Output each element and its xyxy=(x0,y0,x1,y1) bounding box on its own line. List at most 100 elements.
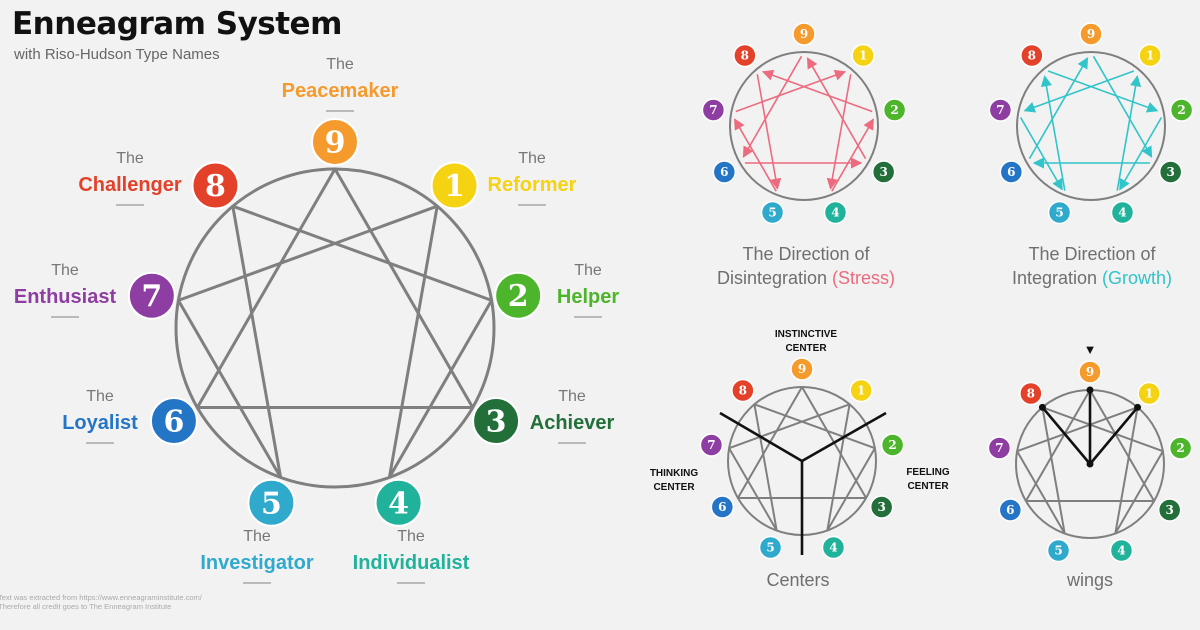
center-label-line: INSTINCTIVE xyxy=(775,329,838,340)
center-label-line: THINKING xyxy=(650,468,699,479)
badge-number: 3 xyxy=(486,405,507,440)
arrow-7-to-1 xyxy=(735,69,847,113)
type-name: Enthusiast xyxy=(14,286,117,308)
dis-badge-5: 5 xyxy=(760,200,785,225)
type-name: Investigator xyxy=(200,552,314,574)
wing-badge-1: 1 xyxy=(1137,381,1161,406)
arrow-4-to-1 xyxy=(1116,75,1142,191)
badge-number: 5 xyxy=(1054,544,1062,558)
dis-badge-2: 2 xyxy=(882,98,907,122)
badge-number: 7 xyxy=(709,103,717,117)
cen-badge-5: 5 xyxy=(758,535,783,560)
page-title: Enneagram System xyxy=(12,6,342,42)
badge-number: 2 xyxy=(890,103,898,117)
badge-circle xyxy=(699,433,724,457)
growth-label: (Growth) xyxy=(1102,268,1173,288)
int-badge-8: 8 xyxy=(1020,43,1044,68)
badge-circle xyxy=(1078,360,1102,384)
disintegration-caption-line2: Disintegration (Stress) xyxy=(716,268,896,288)
arrow-1-to-7 xyxy=(1023,70,1135,113)
badge-number: 3 xyxy=(877,500,885,514)
badge-number: 6 xyxy=(1006,503,1014,517)
badge-number: 2 xyxy=(508,279,529,314)
badge-number: 1 xyxy=(444,169,465,204)
arrow-1-to-4 xyxy=(826,74,852,190)
badge-circle xyxy=(1158,160,1183,184)
arrow-3-to-9 xyxy=(806,57,867,160)
wing-badge-4: 4 xyxy=(1109,538,1134,563)
badge-number: 8 xyxy=(205,169,226,204)
arrow-8-to-5 xyxy=(756,74,782,190)
type-badge-1: 1 xyxy=(430,161,479,210)
badge-circle xyxy=(790,357,814,381)
badge-circle xyxy=(1137,381,1161,406)
badge-circle xyxy=(821,535,846,560)
arrow-9-to-6 xyxy=(742,55,803,158)
badge-number: 2 xyxy=(1177,103,1185,117)
badge-number: 6 xyxy=(718,500,726,514)
badge-circle xyxy=(758,535,783,560)
arrow-7-to-5 xyxy=(1019,117,1063,191)
wing-center-dot xyxy=(1086,460,1094,468)
badge-number: 6 xyxy=(720,165,728,179)
badge-number: 1 xyxy=(859,49,867,63)
type-badge-2: 2 xyxy=(494,271,543,320)
credit-line-1: Text was extracted from https://www.enne… xyxy=(0,593,202,602)
the-word: The xyxy=(518,150,546,167)
type-name: Peacemaker xyxy=(282,80,399,102)
wings-caption: wings xyxy=(1066,570,1114,590)
type-name: Reformer xyxy=(488,174,577,196)
badge-circle xyxy=(871,160,896,184)
wing-dot-8 xyxy=(1038,403,1046,411)
badge-number: 5 xyxy=(768,206,776,220)
badge-circle xyxy=(823,200,848,225)
center-label-line: CENTER xyxy=(653,482,695,493)
type-badge-7: 7 xyxy=(127,271,176,320)
badge-number: 9 xyxy=(1086,365,1094,379)
wing-badge-8: 8 xyxy=(1019,381,1043,406)
cen-badge-4: 4 xyxy=(821,535,846,560)
badge-circle xyxy=(149,397,198,445)
badge-number: 8 xyxy=(1028,49,1036,63)
dis-badge-6: 6 xyxy=(712,160,737,184)
badge-number: 6 xyxy=(1007,165,1015,179)
badge-circle xyxy=(851,43,875,68)
wing-line-1 xyxy=(1089,406,1139,465)
integration-caption: The Direction of Integration (Growth) xyxy=(992,242,1192,290)
cen-badge-9: 9 xyxy=(790,357,814,381)
badge-number: 1 xyxy=(1145,387,1153,401)
badge-circle xyxy=(472,397,521,445)
int-badge-6: 6 xyxy=(999,160,1024,184)
arrow-4-to-2 xyxy=(831,118,875,192)
type-badge-8: 8 xyxy=(191,161,240,210)
stress-label: (Stress) xyxy=(832,268,896,288)
badge-circle xyxy=(710,495,735,519)
badge-number: 4 xyxy=(829,541,837,555)
badge-number: 8 xyxy=(741,49,749,63)
arrow-2-to-8 xyxy=(761,69,873,113)
badge-circle xyxy=(127,271,176,320)
arrow-6-to-9 xyxy=(1028,57,1089,160)
badge-number: 3 xyxy=(1165,503,1173,517)
cen-badge-2: 2 xyxy=(880,433,905,457)
badge-number: 9 xyxy=(325,126,346,161)
badge-circle xyxy=(494,271,543,320)
focus-marker-icon: ▼ xyxy=(1084,342,1097,357)
int-badge-9: 9 xyxy=(1079,22,1103,46)
badge-circle xyxy=(869,495,894,519)
badge-number: 7 xyxy=(707,438,715,452)
cen-badge-6: 6 xyxy=(710,495,735,519)
type-name: Individualist xyxy=(353,552,470,574)
centers-caption: Centers xyxy=(766,570,830,590)
center-divider-right xyxy=(801,411,887,463)
type-name: Helper xyxy=(557,286,619,308)
badge-number: 5 xyxy=(1055,206,1063,220)
int-badge-5: 5 xyxy=(1047,200,1072,225)
